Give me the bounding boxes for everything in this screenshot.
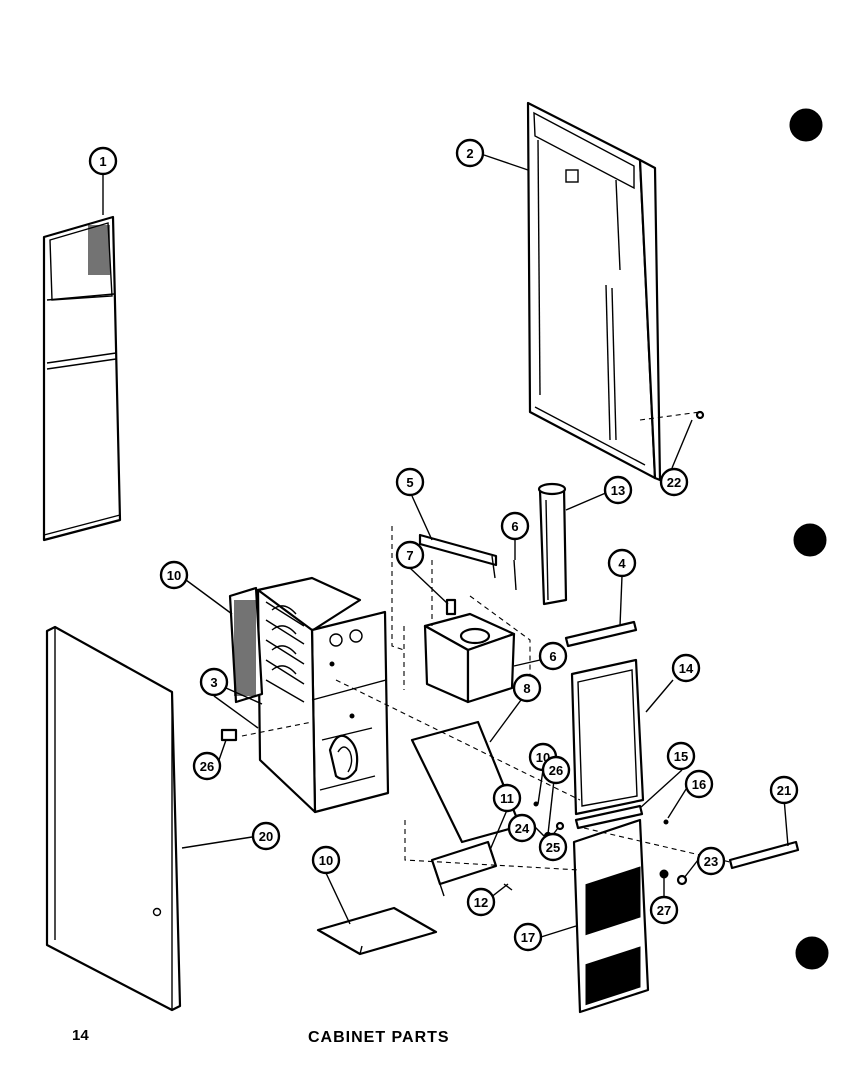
callout-10a: 10 — [159, 560, 189, 590]
callout-25: 25 — [538, 832, 568, 862]
callout-5: 5 — [395, 467, 425, 497]
svg-text:26: 26 — [200, 759, 214, 774]
part-14-filter — [570, 658, 645, 816]
callout-24: 24 — [507, 813, 537, 843]
page-number: 14 — [72, 1027, 89, 1044]
svg-text:5: 5 — [406, 475, 413, 490]
part-17-grille-panel — [572, 818, 650, 1014]
callout-11: 11 — [492, 783, 522, 813]
callout-17: 17 — [513, 922, 543, 952]
svg-text:3: 3 — [210, 675, 217, 690]
callout-14: 14 — [671, 653, 701, 683]
part-8-tray — [410, 720, 522, 844]
callout-22: 22 — [659, 467, 689, 497]
callout-15: 15 — [666, 741, 696, 771]
svg-text:12: 12 — [474, 895, 488, 910]
svg-text:27: 27 — [657, 903, 671, 918]
part-4-strip — [564, 620, 638, 648]
svg-text:24: 24 — [515, 821, 530, 836]
svg-text:17: 17 — [521, 930, 535, 945]
svg-text:6: 6 — [511, 519, 518, 534]
part-2-side-panel — [526, 101, 662, 482]
callout-7: 7 — [395, 540, 425, 570]
svg-text:10: 10 — [319, 853, 333, 868]
callout-26b: 26 — [541, 755, 571, 785]
svg-text:14: 14 — [679, 661, 694, 676]
part-11-bracket — [430, 840, 513, 897]
svg-text:11: 11 — [500, 791, 514, 806]
callout-21: 21 — [769, 775, 799, 805]
part-1-door-panel — [42, 215, 122, 542]
part-15-bracket — [574, 804, 644, 830]
part-10-insulation — [228, 586, 264, 704]
svg-text:25: 25 — [546, 840, 560, 855]
svg-text:10: 10 — [167, 568, 181, 583]
part-26-clip-left — [220, 728, 238, 742]
svg-text:26: 26 — [549, 763, 563, 778]
callout-6a: 6 — [500, 511, 530, 541]
callout-12: 12 — [466, 887, 496, 917]
callout-23: 23 — [696, 846, 726, 876]
svg-text:20: 20 — [259, 829, 273, 844]
svg-text:15: 15 — [674, 749, 688, 764]
callout-3: 3 — [199, 667, 229, 697]
svg-text:8: 8 — [523, 681, 530, 696]
binder-hole-icon — [789, 108, 829, 970]
callout-6b: 6 — [538, 641, 568, 671]
callout-10c: 10 — [311, 845, 341, 875]
svg-text:2: 2 — [466, 146, 473, 161]
part-21-strip — [728, 840, 800, 870]
svg-text:21: 21 — [777, 783, 791, 798]
page-title: CABINET PARTS — [308, 1029, 450, 1046]
part-6-screw — [513, 559, 517, 591]
svg-text:6: 6 — [549, 649, 556, 664]
svg-text:4: 4 — [618, 556, 626, 571]
callout-20: 20 — [251, 821, 281, 851]
callout-4: 4 — [607, 548, 637, 578]
svg-text:16: 16 — [692, 777, 706, 792]
callout-8: 8 — [512, 673, 542, 703]
svg-text:1: 1 — [99, 154, 106, 169]
callout-13: 13 — [603, 475, 633, 505]
part-20-cabinet-panel — [45, 625, 182, 1012]
part-5-rail — [418, 533, 498, 579]
svg-text:7: 7 — [406, 548, 413, 563]
callout-1: 1 — [88, 146, 118, 176]
part-13-flue-pipe — [537, 482, 568, 606]
part-8-blower-housing — [423, 598, 516, 704]
svg-text:13: 13 — [611, 483, 625, 498]
callout-27: 27 — [649, 895, 679, 925]
part-3-heat-exchanger — [256, 576, 390, 814]
callout-2: 2 — [455, 138, 485, 168]
part-10-bottom-tray — [316, 906, 438, 956]
callout-16: 16 — [684, 769, 714, 799]
svg-text:23: 23 — [704, 854, 718, 869]
svg-text:22: 22 — [667, 475, 681, 490]
callout-26a: 26 — [192, 751, 222, 781]
assembly-dashed-lines — [241, 411, 731, 871]
